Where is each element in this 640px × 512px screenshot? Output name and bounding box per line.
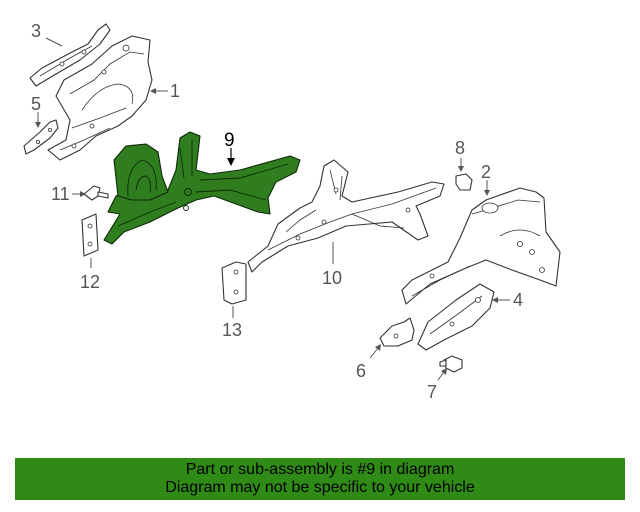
parts-diagram: 3 1 5 11 12 9 10 13 8 2 4 6 7 (23, 21, 561, 402)
callout-6[interactable]: 6 (356, 361, 366, 381)
callout-5[interactable]: 5 (31, 94, 41, 114)
callout-10[interactable]: 10 (322, 268, 342, 288)
part-2-side-member-right[interactable] (401, 187, 561, 305)
part-7-bolt[interactable] (439, 355, 463, 373)
callout-11[interactable]: 11 (51, 184, 70, 204)
part-8-clip[interactable] (455, 173, 473, 191)
part-4-reinforcement[interactable] (417, 283, 495, 351)
callout-labels: 3 1 5 11 12 9 10 13 8 2 4 6 7 (31, 21, 523, 402)
callout-8[interactable]: 8 (455, 138, 465, 158)
part-12-plate[interactable] (81, 213, 99, 257)
leader-lines (35, 37, 510, 381)
callout-12[interactable]: 12 (80, 272, 100, 292)
part-1-apron-panel[interactable] (47, 35, 153, 161)
callout-1[interactable]: 1 (170, 81, 180, 101)
callout-13[interactable]: 13 (222, 320, 242, 340)
part-3-upper-bracket[interactable] (29, 23, 111, 87)
callout-2[interactable]: 2 (481, 162, 491, 182)
part-5-small-bracket[interactable] (23, 119, 59, 155)
part-6-bracket[interactable] (379, 317, 415, 347)
banner-line-part-number: Part or sub-assembly is #9 in diagram (185, 461, 455, 478)
part-11-bolt[interactable] (83, 185, 109, 201)
part-10-side-member[interactable] (247, 159, 445, 273)
callout-3[interactable]: 3 (31, 21, 41, 41)
part-9-front-side-member[interactable] (103, 131, 301, 245)
part-13-plate[interactable] (221, 261, 247, 305)
callout-9[interactable]: 9 (224, 130, 235, 151)
info-banner: Part or sub-assembly is #9 in diagram Di… (15, 458, 625, 500)
callout-4[interactable]: 4 (513, 290, 523, 310)
banner-line-disclaimer: Diagram may not be specific to your vehi… (165, 479, 475, 496)
callout-7[interactable]: 7 (427, 382, 437, 402)
